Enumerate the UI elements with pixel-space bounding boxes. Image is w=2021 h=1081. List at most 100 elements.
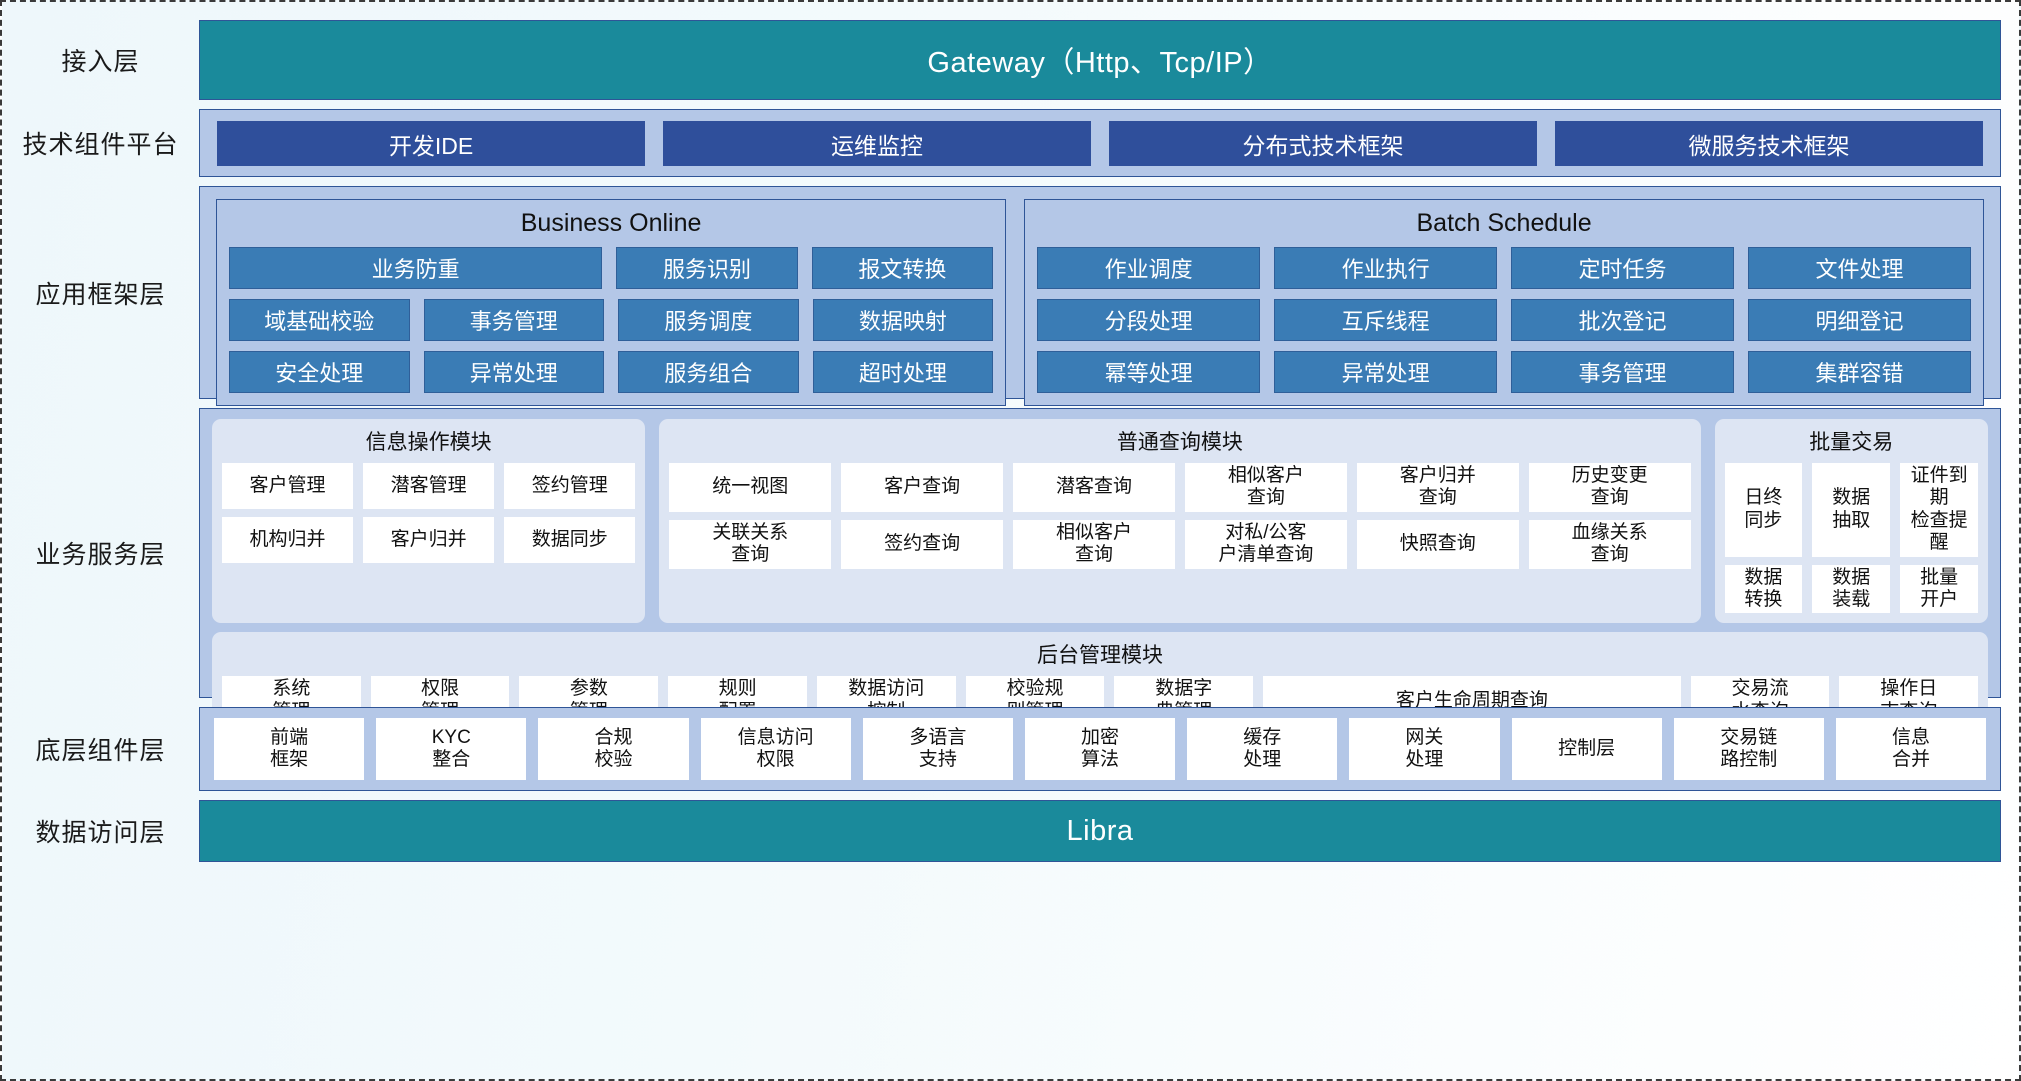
- base-component-item[interactable]: 合规校验: [538, 718, 689, 780]
- framework-chip[interactable]: 定时任务: [1511, 247, 1735, 289]
- service-item[interactable]: 快照查询: [1356, 519, 1519, 569]
- service-item[interactable]: 数据装载: [1812, 564, 1891, 614]
- base-component-item[interactable]: 控制层: [1511, 718, 1662, 780]
- framework-row: 作业调度作业执行定时任务文件处理: [1037, 247, 1971, 289]
- base-component-item[interactable]: 信息合并: [1835, 718, 1987, 780]
- service-item[interactable]: 关联关系查询: [669, 519, 832, 569]
- backoffice-title: 后台管理模块: [1037, 644, 1163, 668]
- service-item[interactable]: 数据抽取: [1812, 463, 1891, 557]
- framework-chip[interactable]: 异常处理: [423, 351, 605, 393]
- business-online-panel: Business Online 业务防重服务识别报文转换域基础校验事务管理服务调…: [216, 199, 1007, 406]
- framework-chip[interactable]: 事务管理: [423, 299, 605, 341]
- framework-chip[interactable]: 文件处理: [1748, 247, 1971, 289]
- service-item[interactable]: 客户查询: [841, 463, 1004, 512]
- service-module-title: 批量交易: [1809, 431, 1894, 454]
- framework-chip[interactable]: 服务组合: [618, 351, 799, 393]
- tech-chip[interactable]: 运维监控: [663, 121, 1091, 166]
- framework-chip[interactable]: 安全处理: [229, 351, 410, 393]
- framework-chip[interactable]: 数据映射: [812, 299, 994, 341]
- tech-chip[interactable]: 分布式技术框架: [1109, 121, 1537, 166]
- libra-bar[interactable]: Libra: [199, 800, 2001, 862]
- service-item[interactable]: 相似客户查询: [1184, 463, 1347, 512]
- framework-chip[interactable]: 服务识别: [616, 247, 798, 289]
- service-item[interactable]: 日终同步: [1724, 463, 1803, 557]
- framework-row: 安全处理异常处理服务组合超时处理: [229, 351, 994, 393]
- batch-schedule-grid: 作业调度作业执行定时任务文件处理分段处理互斥线程批次登记明细登记幂等处理异常处理…: [1037, 247, 1971, 393]
- service-item[interactable]: 机构归并: [222, 517, 354, 563]
- framework-chip[interactable]: 作业调度: [1037, 247, 1261, 289]
- service-item[interactable]: 证件到期检查提醒: [1900, 463, 1978, 557]
- gateway-bar[interactable]: Gateway（Http、Tcp/IP）: [199, 20, 2001, 100]
- service-module-title: 普通查询模块: [1116, 431, 1243, 454]
- service-item[interactable]: 统一视图: [669, 463, 832, 512]
- service-item[interactable]: 签约查询: [841, 519, 1004, 569]
- framework-chip[interactable]: 事务管理: [1511, 351, 1735, 393]
- base-component-item[interactable]: 缓存处理: [1187, 718, 1338, 780]
- service-modules-row: 信息操作模块客户管理潜客管理签约管理机构归并客户归并数据同步普通查询模块统一视图…: [212, 419, 1988, 624]
- layer-label-service: 业务服务层: [35, 541, 166, 569]
- service-item[interactable]: 潜客管理: [363, 463, 495, 509]
- service-module-row: 数据转换数据装载批量开户: [1724, 564, 1979, 614]
- service-item[interactable]: 客户归并: [363, 517, 495, 563]
- service-item[interactable]: 签约管理: [504, 463, 636, 509]
- service-module: 普通查询模块统一视图客户查询潜客查询相似客户查询客户归并查询历史变更查询关联关系…: [659, 419, 1701, 624]
- framework-chip[interactable]: 域基础校验: [229, 299, 410, 341]
- framework-chip[interactable]: 互斥线程: [1274, 299, 1498, 341]
- service-module-row: 统一视图客户查询潜客查询相似客户查询客户归并查询历史变更查询: [669, 463, 1691, 512]
- framework-row: 域基础校验事务管理服务调度数据映射: [229, 299, 994, 341]
- service-module: 信息操作模块客户管理潜客管理签约管理机构归并客户归并数据同步: [212, 419, 646, 624]
- service-item[interactable]: 数据转换: [1724, 564, 1803, 614]
- framework-row: 分段处理互斥线程批次登记明细登记: [1037, 299, 1971, 341]
- service-item[interactable]: 数据同步: [504, 517, 636, 563]
- framework-chip[interactable]: 超时处理: [812, 351, 994, 393]
- business-online-grid: 业务防重服务识别报文转换域基础校验事务管理服务调度数据映射安全处理异常处理服务组…: [229, 247, 994, 393]
- service-item[interactable]: 客户归并查询: [1356, 463, 1519, 512]
- framework-chip[interactable]: 批次登记: [1511, 299, 1735, 341]
- base-component-item[interactable]: 信息访问权限: [700, 718, 851, 780]
- framework-chip[interactable]: 业务防重: [229, 247, 603, 289]
- layer-tech-platform: 技术组件平台 开发IDE 运维监控分布式技术框架微服务技术框架: [2, 109, 2019, 177]
- service-module-title: 信息操作模块: [365, 431, 492, 454]
- base-component-item[interactable]: 交易链路控制: [1673, 718, 1824, 780]
- backoffice-module: 后台管理模块 系统管理权限管理参数管理规则配置数据访问控制校验规则管理数据字典管…: [212, 632, 1988, 736]
- framework-row: 幂等处理异常处理事务管理集群容错: [1037, 351, 1971, 393]
- service-item[interactable]: 潜客查询: [1013, 463, 1175, 512]
- base-component-item[interactable]: 前端框架: [214, 718, 365, 780]
- framework-chip[interactable]: 幂等处理: [1037, 351, 1261, 393]
- service-item[interactable]: 相似客户查询: [1013, 519, 1175, 569]
- tech-chip[interactable]: 微服务技术框架: [1555, 121, 1983, 166]
- service-module-row: 客户管理潜客管理签约管理: [222, 463, 636, 509]
- batch-schedule-title: Batch Schedule: [1416, 209, 1592, 237]
- layer-label-access: 接入层: [61, 48, 140, 76]
- service-item[interactable]: 对私/公客户清单查询: [1184, 519, 1347, 569]
- service-item[interactable]: 批量开户: [1900, 564, 1978, 614]
- tech-platform-panel: 开发IDE 运维监控分布式技术框架微服务技术框架: [199, 109, 2001, 177]
- framework-chip[interactable]: 报文转换: [811, 247, 994, 289]
- service-item[interactable]: 历史变更查询: [1528, 463, 1691, 512]
- tech-chip[interactable]: 开发IDE: [217, 121, 645, 166]
- base-component-item[interactable]: 网关处理: [1349, 718, 1500, 780]
- framework-chip[interactable]: 明细登记: [1748, 299, 1971, 341]
- layer-label-tech: 技术组件平台: [22, 131, 179, 159]
- layer-label-data: 数据访问层: [35, 819, 166, 847]
- business-online-title: Business Online: [520, 209, 702, 237]
- framework-chip[interactable]: 作业执行: [1274, 247, 1498, 289]
- layer-data-access: 数据访问层 Libra: [2, 800, 2019, 862]
- base-component-item[interactable]: 多语言支持: [862, 718, 1013, 780]
- framework-chip[interactable]: 服务调度: [618, 299, 799, 341]
- base-component-item[interactable]: 加密算法: [1024, 718, 1176, 780]
- framework-chip[interactable]: 异常处理: [1274, 351, 1498, 393]
- framework-chip[interactable]: 分段处理: [1037, 299, 1261, 341]
- service-module-row: 日终同步数据抽取证件到期检查提醒: [1724, 463, 1979, 557]
- layer-app-framework: 应用框架层 Business Online 业务防重服务识别报文转换域基础校验事…: [2, 186, 2019, 406]
- service-module-row: 关联关系查询签约查询相似客户查询对私/公客户清单查询快照查询血缘关系查询: [669, 519, 1691, 569]
- service-item[interactable]: 客户管理: [222, 463, 354, 509]
- framework-chip[interactable]: 集群容错: [1748, 351, 1971, 393]
- service-item[interactable]: 血缘关系查询: [1528, 519, 1691, 569]
- service-module: 批量交易日终同步数据抽取证件到期检查提醒数据转换数据装载批量开户: [1714, 419, 1988, 624]
- app-framework-panel: Business Online 业务防重服务识别报文转换域基础校验事务管理服务调…: [199, 186, 2001, 406]
